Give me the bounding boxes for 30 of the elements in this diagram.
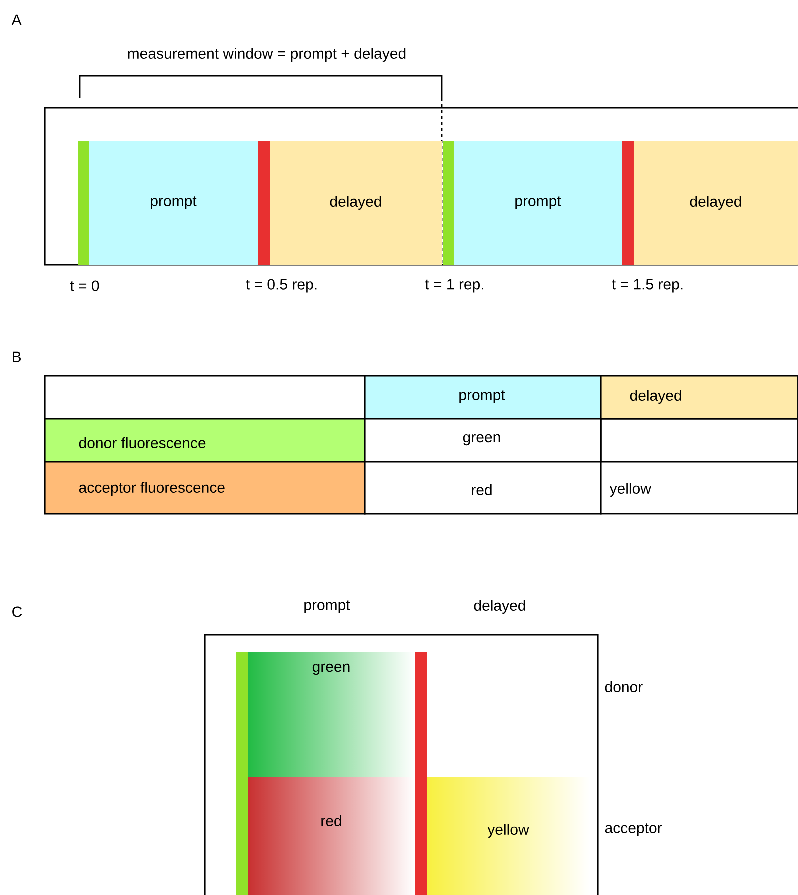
panel-letter: B: [13, 352, 21, 362]
table-cell: red: [364, 461, 602, 515]
table-cell: yellow: [600, 461, 798, 515]
time-label: t = 1 rep.: [425, 279, 484, 293]
table-cell: donor fluorescence: [44, 418, 366, 463]
time-label: t = 1.5 rep.: [612, 279, 683, 293]
block-label: green: [312, 664, 350, 676]
table-cell: acceptor fluorescence: [44, 461, 366, 515]
block-label: delayed: [690, 196, 742, 210]
block-label: red: [322, 816, 342, 826]
phase-block: [89, 141, 258, 265]
table-cell: delayed: [600, 375, 798, 420]
block-label: delayed: [330, 196, 382, 210]
phase-block: [270, 141, 442, 265]
phase-block: [634, 141, 798, 265]
bracket-label: measurement window = prompt + delayed: [128, 48, 406, 62]
phase-block: [454, 141, 622, 265]
block-label: prompt: [151, 196, 197, 210]
panel-letter: A: [12, 14, 22, 26]
column-header: delayed: [474, 600, 526, 614]
block-label: prompt: [516, 196, 562, 210]
block-label: yellow: [488, 824, 530, 838]
panel-letter: C: [12, 606, 22, 618]
column-header: prompt: [304, 600, 350, 614]
table-cell: prompt: [364, 375, 602, 420]
row-label: donor: [605, 682, 643, 692]
table-cell: green: [364, 418, 602, 463]
row-label: acceptor: [605, 824, 662, 836]
time-label: t = 0.5 rep.: [246, 279, 317, 293]
time-label: t = 0: [70, 280, 100, 292]
